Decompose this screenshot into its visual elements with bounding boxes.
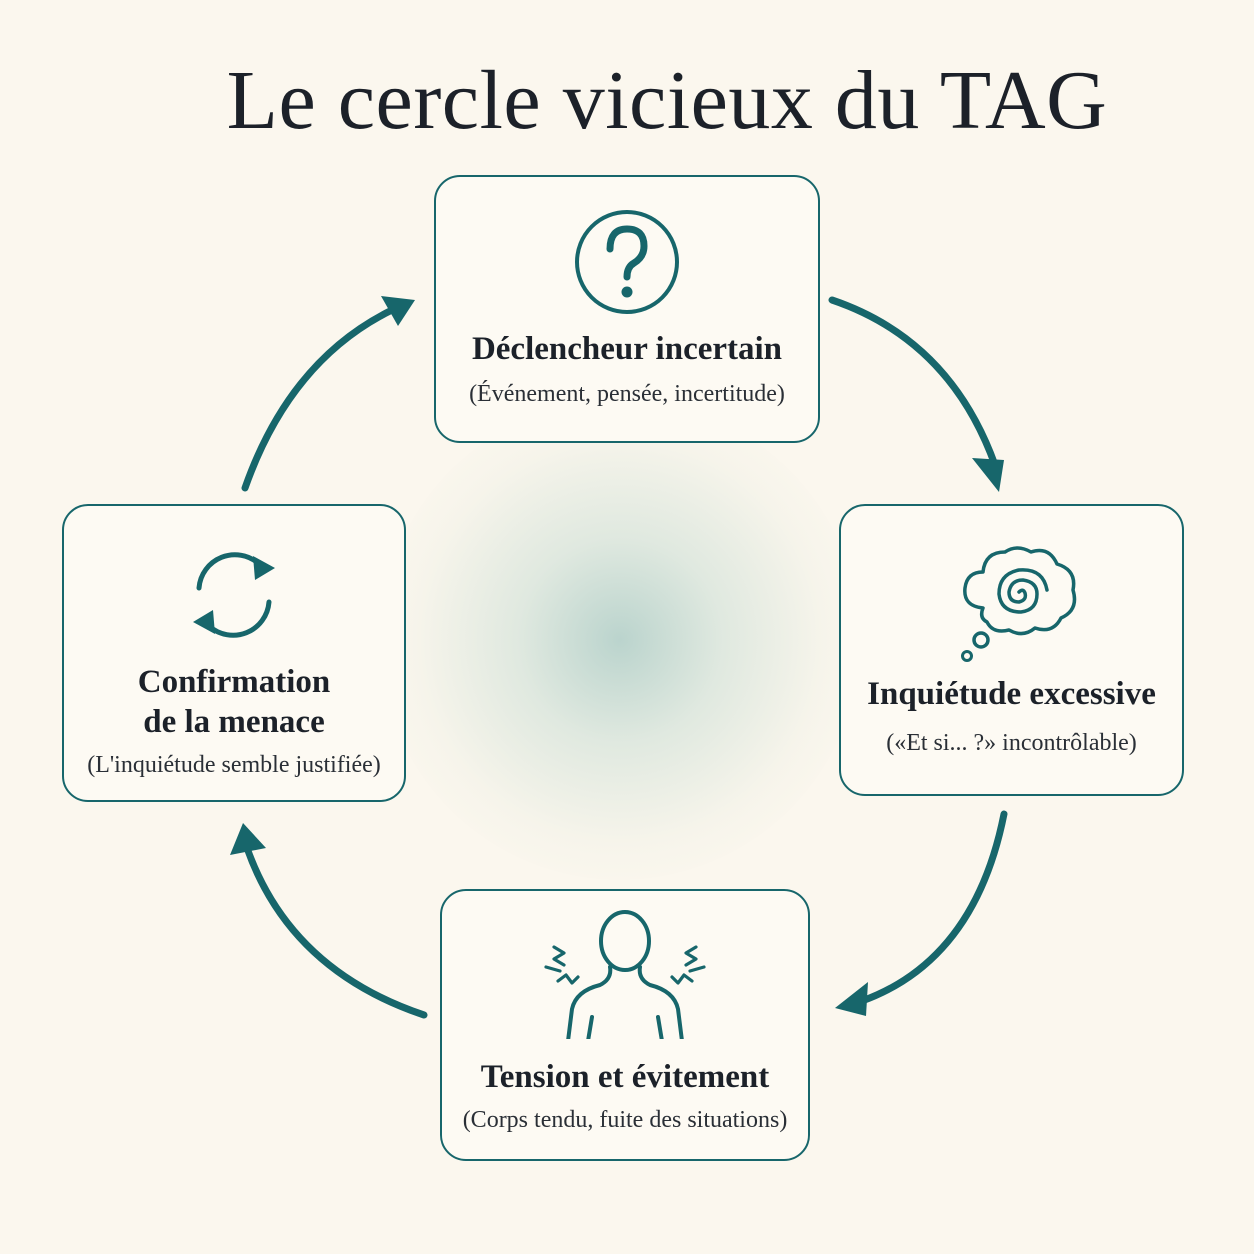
arrowhead-bottom [835, 982, 868, 1016]
card-heading: Inquiétude excessive [867, 676, 1156, 712]
arrow-left-to-top [241, 306, 396, 492]
card-excessive-worry: Inquiétude excessive («Et si... ?» incon… [839, 504, 1184, 796]
center-glow [380, 400, 860, 880]
question-circle-icon [572, 207, 682, 321]
card-uncertain-trigger: Déclencheur incertain (Événement, pensée… [434, 175, 820, 443]
card-heading: Déclencheur incertain [471, 331, 783, 367]
card-subtitle: (Corps tendu, fuite des situations) [462, 1107, 788, 1133]
page-title: Le cercle vicieux du TAG [226, 54, 1108, 147]
card-tension-avoidance: Tension et évitement (Corps tendu, fuite… [440, 889, 810, 1161]
card-heading: Tension et évitement [480, 1059, 770, 1095]
arrow-right-to-bottom [858, 810, 1008, 1005]
tense-body-icon [540, 909, 710, 1043]
card-subtitle: (L'inquiétude semble justifiée) [87, 752, 381, 778]
card-subtitle: («Et si... ?» incontrôlable) [886, 730, 1137, 756]
cycle-arrows-icon [179, 540, 289, 654]
card-heading-line-2: de la menace [143, 704, 325, 740]
arrow-top-to-right [828, 296, 999, 469]
card-subtitle: (Événement, pensée, incertitude) [469, 381, 785, 407]
arrowhead-left [230, 823, 266, 855]
arrowhead-right [972, 458, 1004, 492]
thought-spiral-icon [953, 538, 1083, 667]
card-threat-confirmation: Confirmation de la menace (L'inquiétude … [62, 504, 406, 802]
card-heading-line-1: Confirmation [137, 664, 331, 700]
card-heading: Confirmation de la menace [64, 662, 404, 742]
arrowhead-top [381, 296, 415, 326]
arrow-bottom-to-left [243, 844, 428, 1019]
